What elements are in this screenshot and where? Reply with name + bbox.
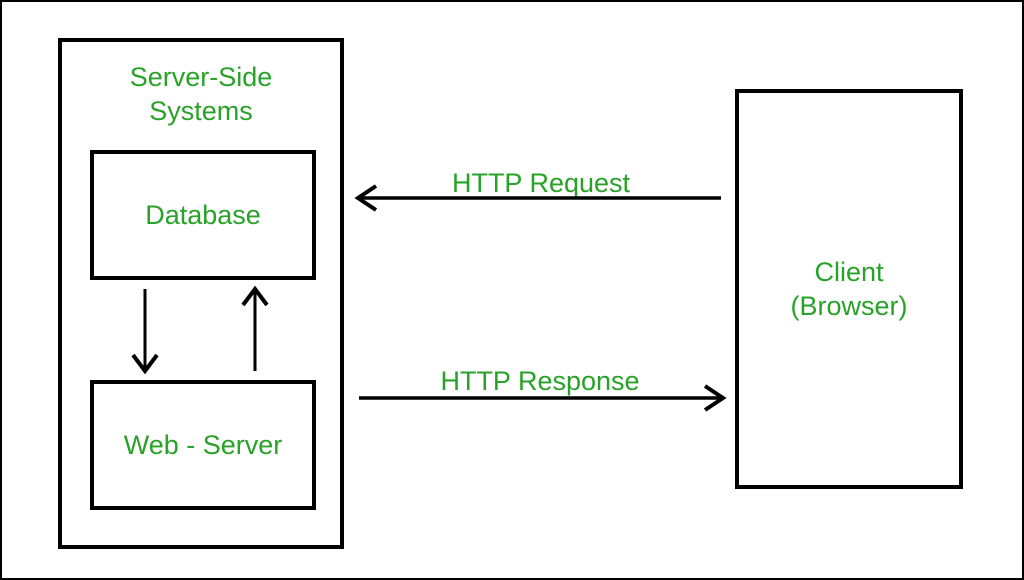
web-server-label: Web - Server [123,430,283,460]
database-label: Database [145,200,261,230]
web-server-box: Web - Server [90,380,316,510]
database-box: Database [90,150,316,280]
http-response-label: HTTP Response [440,366,640,396]
client-browser-label: Client (Browser) [790,257,908,321]
http-request-label: HTTP Request [451,168,631,198]
server-side-systems-title: Server-Side Systems [129,62,273,126]
client-browser-box: Client (Browser) [735,89,963,489]
